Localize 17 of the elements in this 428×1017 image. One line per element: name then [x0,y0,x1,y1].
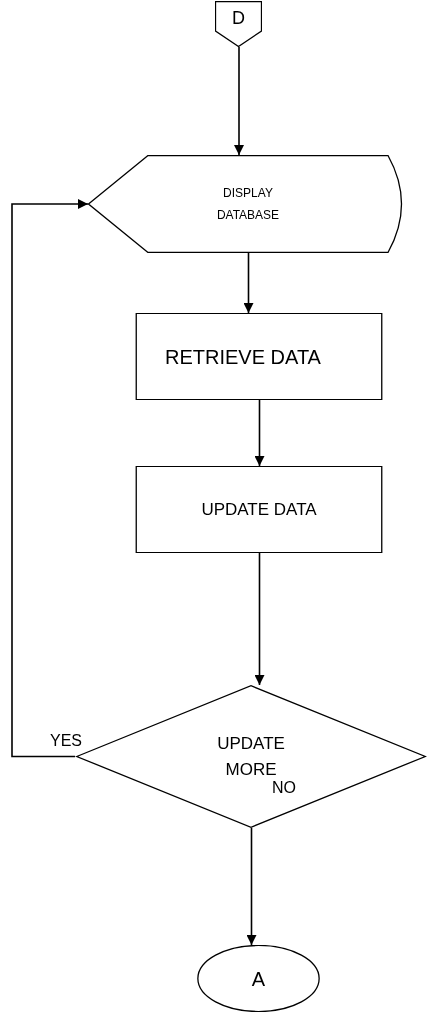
process-box [135,466,383,553]
node-text: DISPLAY DATABASE [215,185,281,224]
edge-label: NO [270,780,298,796]
process-box [135,313,383,400]
node-text: D [232,6,245,30]
node-text: RETRIEVE DATA [165,344,321,370]
edge-label: YES [48,733,84,749]
off-page-connector [215,1,262,47]
node-text: UPDATE DATA [201,498,317,521]
node-text: UPDATE MORE [217,732,285,781]
arrow [254,552,265,686]
arrow [11,199,89,758]
node-text: A [251,966,266,992]
arrow [243,252,254,314]
arrow [246,827,257,946]
arrow [234,46,244,156]
arrow [254,399,265,467]
